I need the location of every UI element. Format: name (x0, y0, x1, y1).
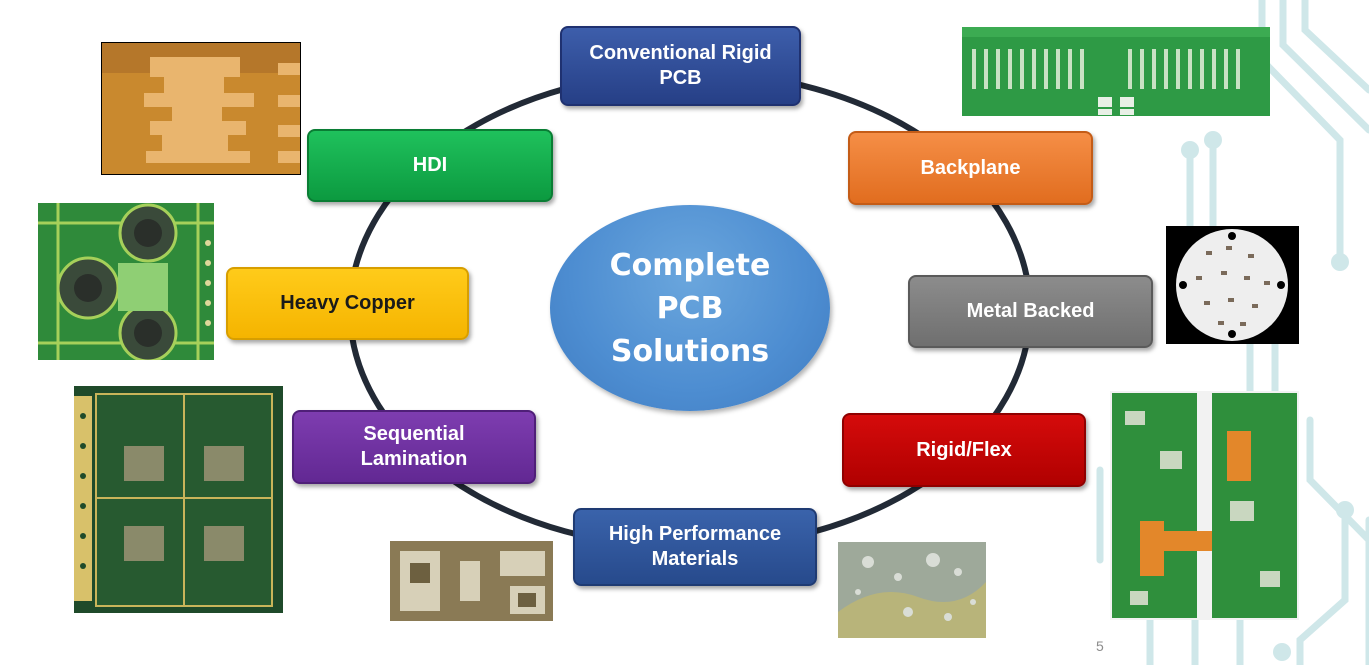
center-ellipse: Complete PCB Solutions (550, 205, 830, 411)
node-hdi: HDI (307, 129, 553, 202)
node-heavy-copper: Heavy Copper (226, 267, 469, 340)
node-label: Rigid/Flex (916, 438, 1012, 461)
sequential-lamination-pcb-photo (74, 386, 283, 613)
node-label: Conventional Rigid PCB (589, 42, 772, 89)
heavy-copper-pcb-photo (38, 203, 214, 360)
rigid-flex-pcb-photo (1110, 391, 1299, 620)
node-conventional-rigid-pcb: Conventional Rigid PCB (560, 26, 801, 106)
node-metal-backed: Metal Backed (908, 275, 1153, 348)
node-label: HDI (412, 154, 448, 176)
node-backplane: Backplane (848, 131, 1093, 205)
page-number: 5 (1096, 638, 1104, 654)
node-label: Metal Backed (966, 300, 1095, 322)
node-label: Sequential Lamination (360, 423, 468, 470)
node-label: High Performance Materials (608, 523, 782, 570)
hdi-cross-section-photo (101, 42, 301, 175)
metal-backed-pcb-photo (1166, 226, 1299, 344)
node-high-performance-materials: High Performance Materials (573, 508, 817, 586)
node-label: Heavy Copper (280, 292, 415, 314)
node-label: Backplane (920, 156, 1021, 179)
node-rigid-flex: Rigid/Flex (842, 413, 1086, 487)
high-performance-materials-photo-left (390, 541, 553, 621)
backplane-pcb-photo (962, 27, 1270, 116)
node-sequential-lamination: Sequential Lamination (292, 410, 536, 484)
high-performance-materials-photo-right (838, 542, 986, 638)
center-label: Complete PCB Solutions (609, 247, 771, 369)
